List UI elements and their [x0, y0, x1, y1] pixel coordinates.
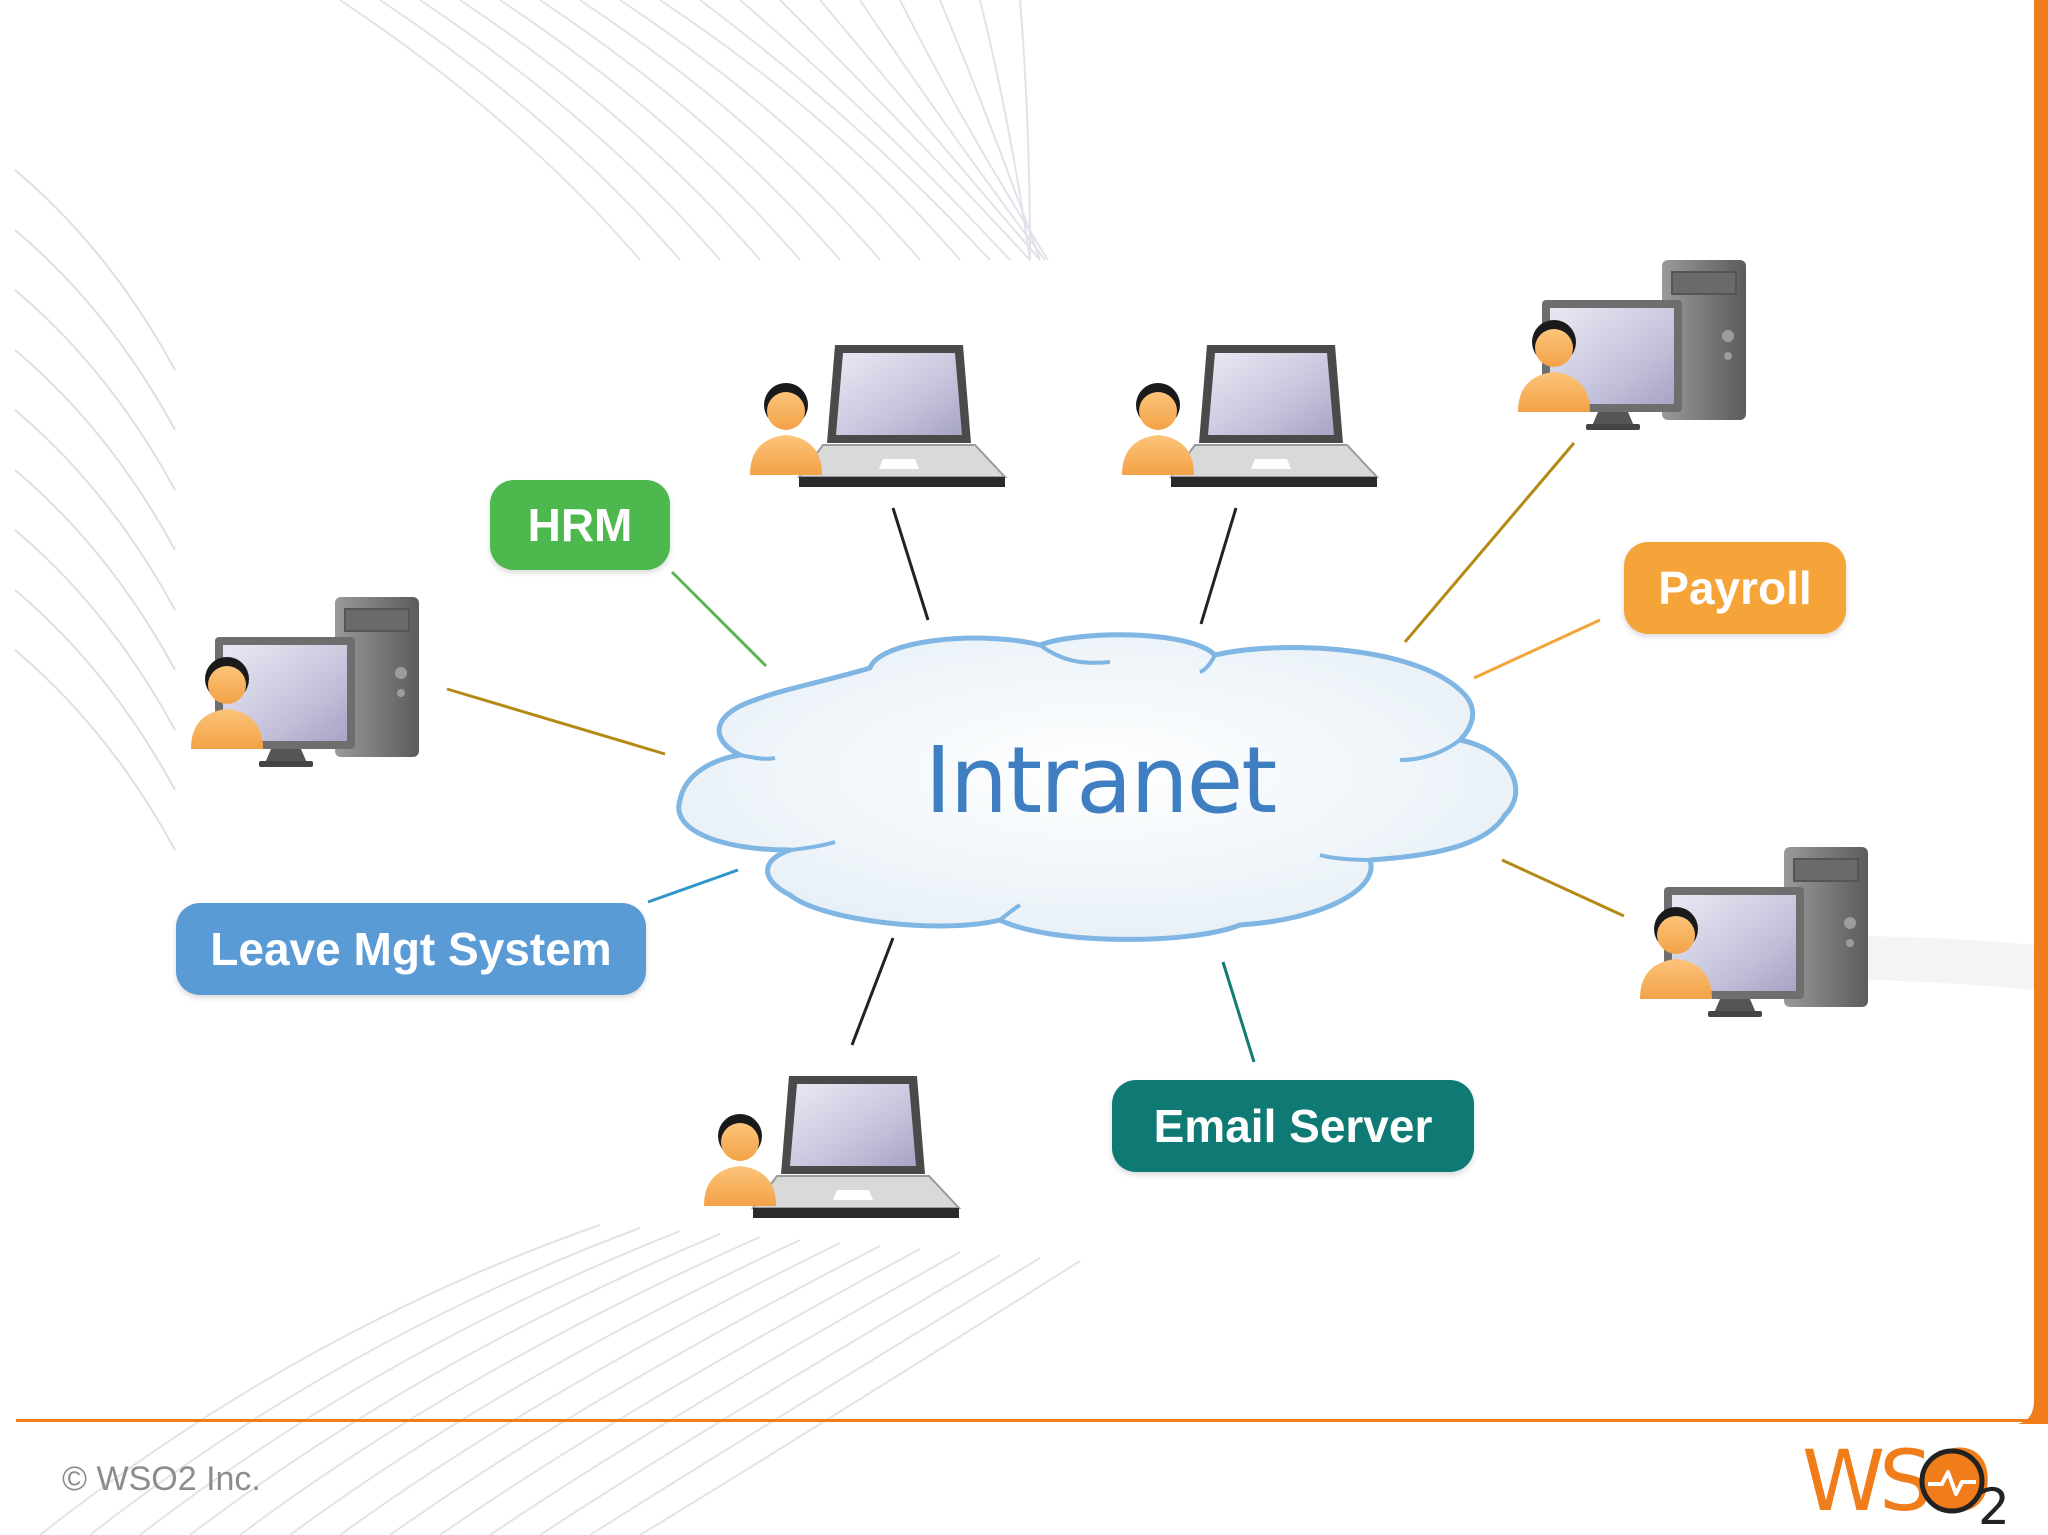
link-desktop-left [446, 687, 666, 756]
link-leave [647, 868, 739, 904]
accent-bar-right [2018, 0, 2048, 1424]
link-email [1221, 961, 1256, 1063]
leave-mgt-system-label: Leave Mgt System [176, 903, 646, 995]
payroll-label: Payroll [1624, 542, 1846, 634]
intranet-label: Intranet [924, 726, 1278, 834]
link-desktop-right [1501, 858, 1625, 918]
laptop-user-icon [704, 1075, 960, 1219]
copyright-text: © WSO2 Inc. [62, 1460, 261, 1498]
email-server-label: Email Server [1112, 1080, 1474, 1172]
hrm-label: HRM [490, 480, 670, 570]
link-payroll [1473, 618, 1601, 680]
link-laptop-bottom [850, 937, 895, 1046]
link-desktop-top-right [1403, 442, 1576, 643]
svg-text:2: 2 [1978, 1478, 2010, 1526]
link-hrm [670, 570, 768, 668]
laptop-user-icon [750, 344, 1006, 488]
wso2-logo: WSO 2 [1800, 1436, 2020, 1526]
desktop-user-icon [1640, 846, 1869, 1018]
laptop-user-icon [1122, 344, 1378, 488]
desktop-user-icon [1518, 259, 1747, 431]
link-laptop-top-left [891, 507, 930, 621]
link-laptop-top-right [1199, 507, 1238, 625]
desktop-user-icon [191, 596, 420, 768]
accent-rule-bottom [16, 1419, 2034, 1422]
